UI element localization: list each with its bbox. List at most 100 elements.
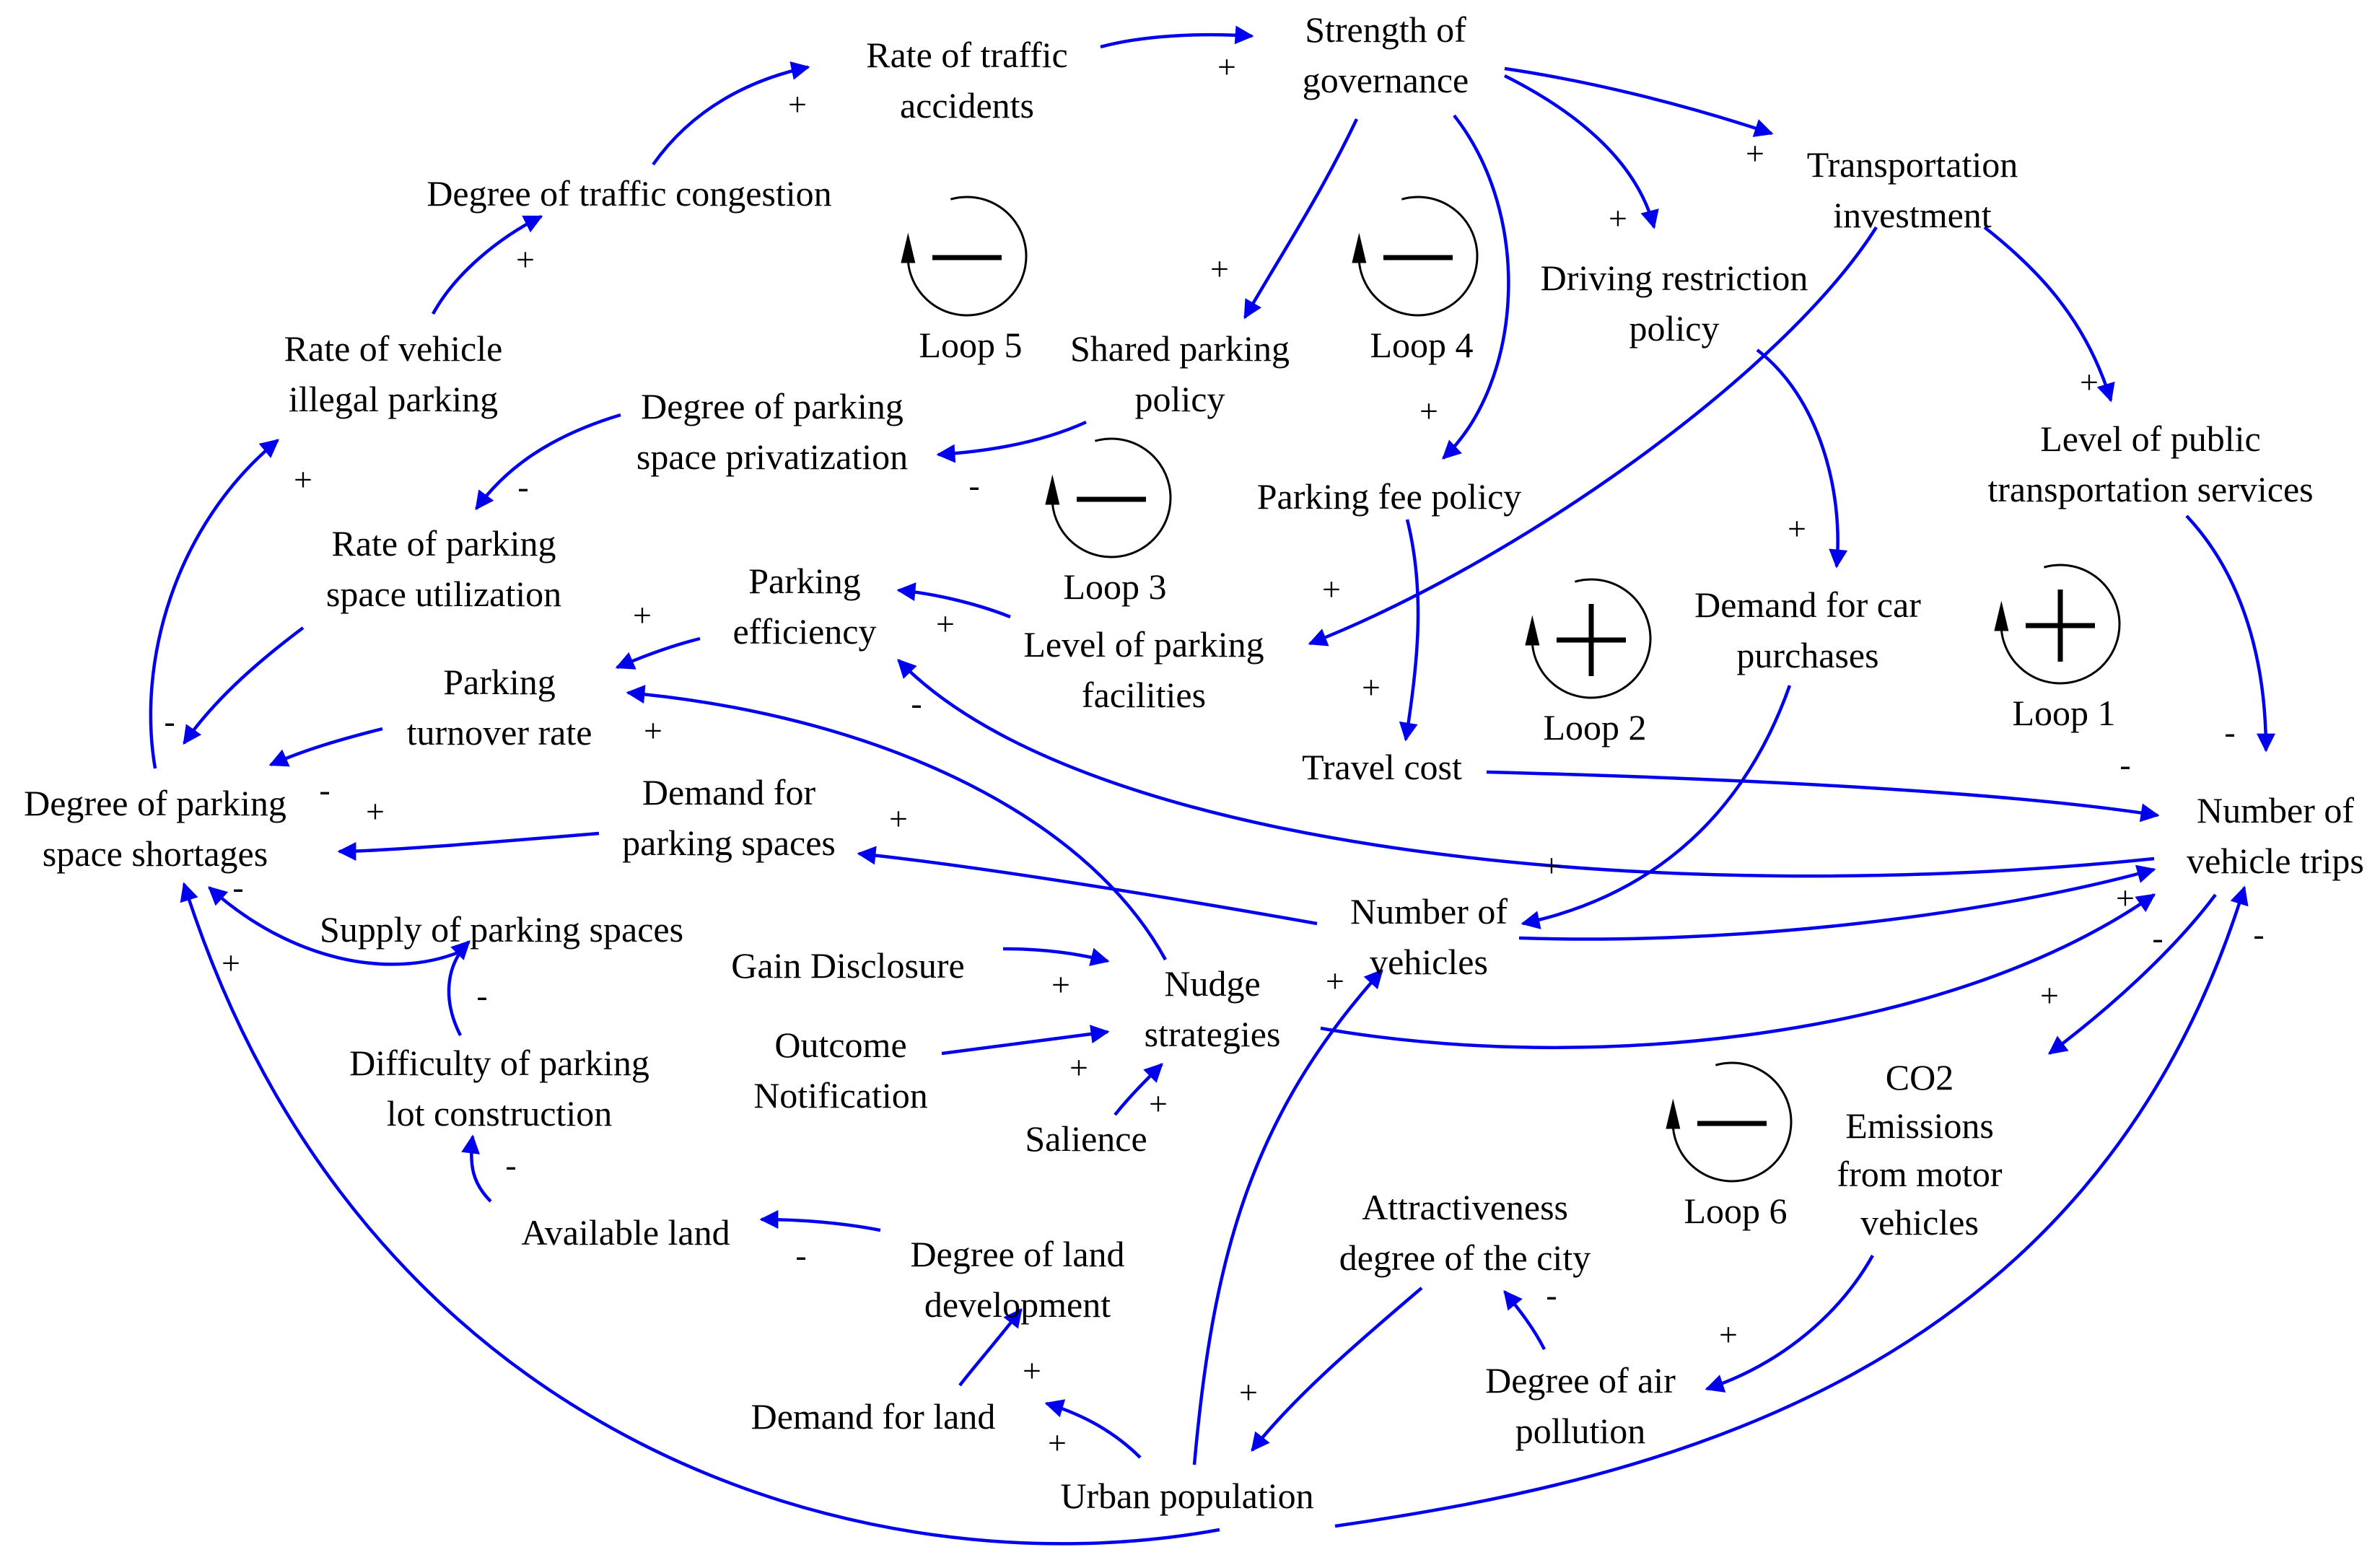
polarity-sign: + [1419,393,1438,429]
node-label-line: governance [1303,60,1469,100]
polarity-sign: + [1719,1316,1738,1353]
node-urban-population: Urban population [1060,1476,1313,1516]
polarity-sign: + [1051,966,1070,1003]
node-travel-cost: Travel cost [1302,747,1462,787]
node-label-line: purchases [1736,635,1878,675]
polarity-sign: + [644,712,662,749]
node-label-line: Demand for car [1694,584,1921,625]
node-label-line: Urban population [1060,1476,1313,1516]
node-available-land: Available land [521,1212,730,1253]
link-governance-to-fee [1442,114,1510,460]
link-outcome-to-nudge [941,1025,1110,1056]
polarity-sign: + [1788,510,1806,547]
polarity-sign: + [1362,669,1381,706]
node-label-line: Nudge [1164,963,1260,1004]
link-difficulty-to-supply [447,940,471,1037]
polarity-sign: + [1746,135,1764,172]
link-carpurchases-to-vehicles [1521,685,1792,929]
link-fee-to-travelcost [1399,519,1420,742]
node-label-line: space shortages [43,833,268,874]
node-label-line: pollution [1515,1411,1646,1451]
node-label-line: facilities [1082,675,1206,715]
link-restriction-to-carpurchases [1756,349,1848,569]
loop-arc [1051,437,1172,558]
link-population-to-trips [1334,885,2249,1528]
loop-arrowhead [1045,474,1060,505]
node-label-line: vehicles [1370,942,1488,982]
node-label-line: illegal parking [289,379,498,419]
polarity-sign: + [1217,48,1236,85]
node-label-line: lot construction [387,1093,612,1134]
polarity-sign: + [1326,963,1344,999]
link-trips-to-co2 [2047,893,2217,1055]
node-label-line: policy [1629,308,1720,349]
loop-marker-3: Loop 3 [1045,437,1172,607]
link-population-to-shortages [180,882,1220,1546]
node-label-line: Travel cost [1302,747,1462,787]
node-label-line: Notification [753,1075,928,1116]
node-label-line: Degree of land [910,1234,1124,1274]
node-label-line: Available land [521,1212,730,1253]
node-label-line: vehicles [1860,1202,1979,1243]
node-label-line: development [924,1284,1111,1325]
link-accidents-to-governance [1100,25,1254,49]
node-label-line: strategies [1145,1014,1281,1054]
polarity-sign: + [788,86,807,123]
link-turnover-to-shortages [268,727,383,767]
loop-arc [906,196,1028,317]
polarity-sign: + [889,800,908,837]
node-label-line: space privatization [636,437,908,477]
node-label-line: Attractiveness [1362,1187,1568,1227]
loop-arc [1531,578,1652,699]
polarity-sign: - [232,869,243,906]
loop-label: Loop 3 [1063,566,1166,607]
link-privatization-to-utilization [475,413,621,511]
link-co2-to-airpollution [1705,1254,1874,1393]
polarity-sign: + [1322,571,1341,608]
loop-marker-1: Loop 1 [1994,564,2121,733]
node-label-line: parking spaces [622,823,836,863]
link-facilities-to-efficiency [896,582,1011,619]
link-nudge-to-trips [1320,893,2156,1050]
node-label-line: Transportation [1807,144,2018,185]
link-public-to-trips [2185,514,2275,753]
node-label-line: Demand for land [751,1396,996,1437]
loop-marker-5: Loop 5 [901,196,1028,365]
node-label-line: transportation services [1987,469,2313,509]
polarity-sign: + [936,605,955,642]
link-governance-to-investment [1504,66,1774,137]
link-gain-to-nudge [1002,947,1110,966]
polarity-sign: - [2224,714,2235,750]
node-label-line: Parking fee policy [1257,476,1522,517]
loop-marker-4: Loop 4 [1352,196,1479,365]
link-landdev-to-available [759,1210,881,1232]
node-gain-disclosure: Gain Disclosure [731,945,965,986]
polarity-sign: - [795,1237,806,1274]
link-governance-to-restriction [1503,74,1659,229]
node-label-line: Degree of parking [24,783,286,823]
node-label-line: space utilization [326,574,561,614]
polarity-sign: - [1546,1276,1557,1313]
loop-label: Loop 2 [1543,707,1646,748]
loop-arc [1357,196,1479,317]
polarity-sign: + [222,945,240,981]
polarity-sign: - [2253,916,2264,952]
node-label-line: policy [1135,379,1225,419]
link-salience-to-nudge [1114,1063,1163,1116]
link-attractiveness-to-population [1251,1287,1423,1452]
link-nudge-to-turnover [626,685,1167,961]
polarity-sign: + [1048,1424,1067,1461]
link-vehicles-to-trips [1518,864,2156,941]
node-label-line: Outcome [774,1025,906,1065]
link-investment-to-facilities [1308,226,1878,647]
polarity-sign: - [319,771,330,808]
